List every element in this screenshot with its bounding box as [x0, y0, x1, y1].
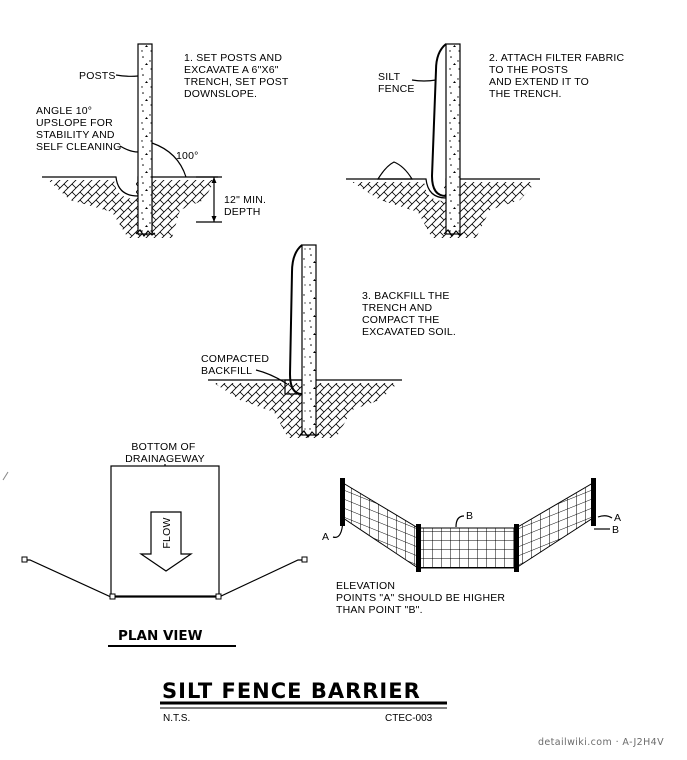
posts-label: POSTS [79, 70, 116, 82]
point-b-center-label: B [466, 510, 473, 522]
depth-note: 12" MIN. DEPTH [224, 194, 269, 218]
sheet-title: SILT FENCE BARRIER [162, 679, 421, 703]
step1-post-break [135, 229, 156, 238]
silt-fence-label: SILT FENCE [378, 71, 415, 95]
plan-post-marker [109, 593, 116, 600]
bottom-of-drainageway-label: BOTTOM OF DRAINAGEWAY [125, 441, 205, 465]
plan-post-marker [215, 593, 222, 600]
elevation-left-panel [342, 482, 419, 569]
step2-soil-hatch [352, 182, 536, 238]
elevation-note: ELEVATION POINTS "A" SHOULD BE HIGHER TH… [336, 580, 508, 616]
watermark: detailwiki.com · A-J2H4V [538, 737, 664, 748]
backfill-leader [255, 369, 288, 385]
elevation-post [340, 478, 345, 526]
angle-value-label: 100° [176, 150, 199, 162]
point-a-right-label: A [614, 512, 621, 524]
step3-instructions: 3. BACKFILL THE TRENCH AND COMPACT THE E… [362, 290, 456, 338]
excavated-soil-mound [376, 161, 414, 180]
title-block: SILT FENCE BARRIER N.T.S. CTEC-003 detai… [160, 679, 664, 748]
compacted-backfill-label: COMPACTED BACKFILL [201, 353, 272, 377]
step1-soil-hatch [48, 180, 215, 238]
step3-post [301, 244, 317, 436]
elevation-section: A B A B ELEVATION POINTS "A" SHOULD BE H… [322, 478, 621, 616]
step2-post [445, 43, 461, 235]
elevation-post [514, 524, 519, 572]
step1-post [137, 43, 153, 235]
plan-post-marker [301, 556, 308, 563]
point-b-right-label: B [612, 524, 619, 536]
step2-section: SILT FENCE 2. ATTACH FILTER FABRIC TO TH… [346, 43, 627, 238]
step2-instructions: 2. ATTACH FILTER FABRIC TO THE POSTS AND… [489, 52, 627, 100]
point-a-right-leader [597, 515, 613, 519]
plan-view-title: PLAN VIEW [118, 628, 203, 644]
point-a-left-leader [332, 519, 344, 538]
step2-post-break [443, 229, 464, 238]
step2-filter-fabric [430, 43, 447, 197]
angle-note-leader [119, 145, 139, 153]
step1-section: POSTS 100° ANGLE 10° UPSLOPE FOR STABILI… [36, 43, 291, 238]
angle-note: ANGLE 10° UPSLOPE FOR STABILITY AND SELF… [36, 105, 121, 153]
step1-instructions: 1. SET POSTS AND EXCAVATE A 6"X6" TRENCH… [184, 52, 291, 100]
plan-view-section: BOTTOM OF DRAINAGEWAY FLOW PLAN VIEW [2, 441, 308, 647]
point-a-left-label: A [322, 531, 329, 543]
plan-post-marker [21, 556, 28, 563]
edge-tick [2, 471, 9, 481]
step3-filter-fabric [288, 244, 303, 395]
depth-dimension [196, 176, 222, 223]
elevation-post [416, 524, 421, 572]
point-b-center-leader [455, 515, 465, 528]
elevation-post [591, 478, 596, 526]
step3-section: COMPACTED BACKFILL 3. BACKFILL THE TRENC… [201, 244, 456, 439]
scale-note: N.T.S. [163, 713, 190, 724]
step1-angle-arc [151, 142, 187, 178]
elevation-right-panel [515, 482, 594, 569]
flow-arrow [139, 511, 193, 572]
step3-post-break [299, 430, 320, 439]
silt-fence-leader [411, 79, 437, 82]
elevation-center-panel [417, 527, 517, 569]
plan-fence-line [24, 559, 306, 598]
flow-label: FLOW [161, 517, 173, 548]
step1-posts-leader [115, 74, 139, 77]
detail-code: CTEC-003 [385, 713, 433, 724]
